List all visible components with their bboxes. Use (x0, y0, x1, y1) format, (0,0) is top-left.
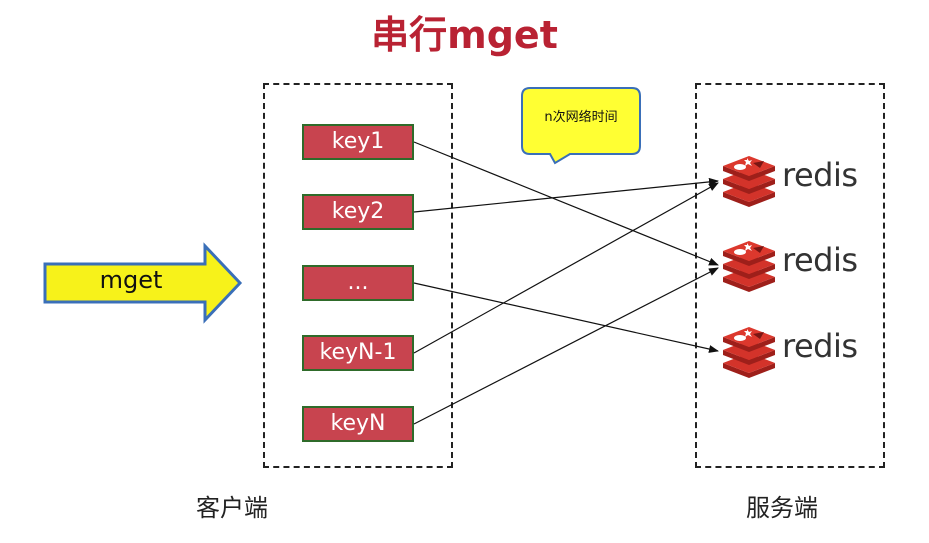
connector-line (413, 177, 719, 213)
diagram-title: 串行mget (371, 13, 558, 57)
redis-label: redis (782, 156, 858, 194)
mget-command-label: mget (99, 266, 163, 294)
key-box: keyN-1 (302, 335, 414, 371)
key-box: key2 (302, 194, 414, 230)
redis-label: redis (782, 241, 858, 279)
key-box: ... (302, 265, 414, 301)
key-box: key1 (302, 124, 414, 160)
callout-text: n次网络时间 (544, 110, 618, 125)
redis-logo-icon (723, 327, 775, 378)
redis-label: redis (782, 327, 858, 365)
connector-line (413, 282, 719, 353)
client-box (263, 83, 453, 468)
redis-server: redis (720, 323, 870, 379)
client-label: 客户端 (196, 494, 268, 522)
server-box (695, 83, 885, 468)
redis-logo-icon (723, 241, 775, 292)
key-box: keyN (302, 406, 414, 442)
redis-logo-icon (723, 156, 775, 207)
redis-server: redis (720, 152, 870, 208)
connector-line (413, 182, 719, 354)
connector-line (413, 267, 719, 425)
server-label: 服务端 (746, 494, 818, 522)
connector-line (413, 141, 719, 266)
redis-server: redis (720, 237, 870, 293)
